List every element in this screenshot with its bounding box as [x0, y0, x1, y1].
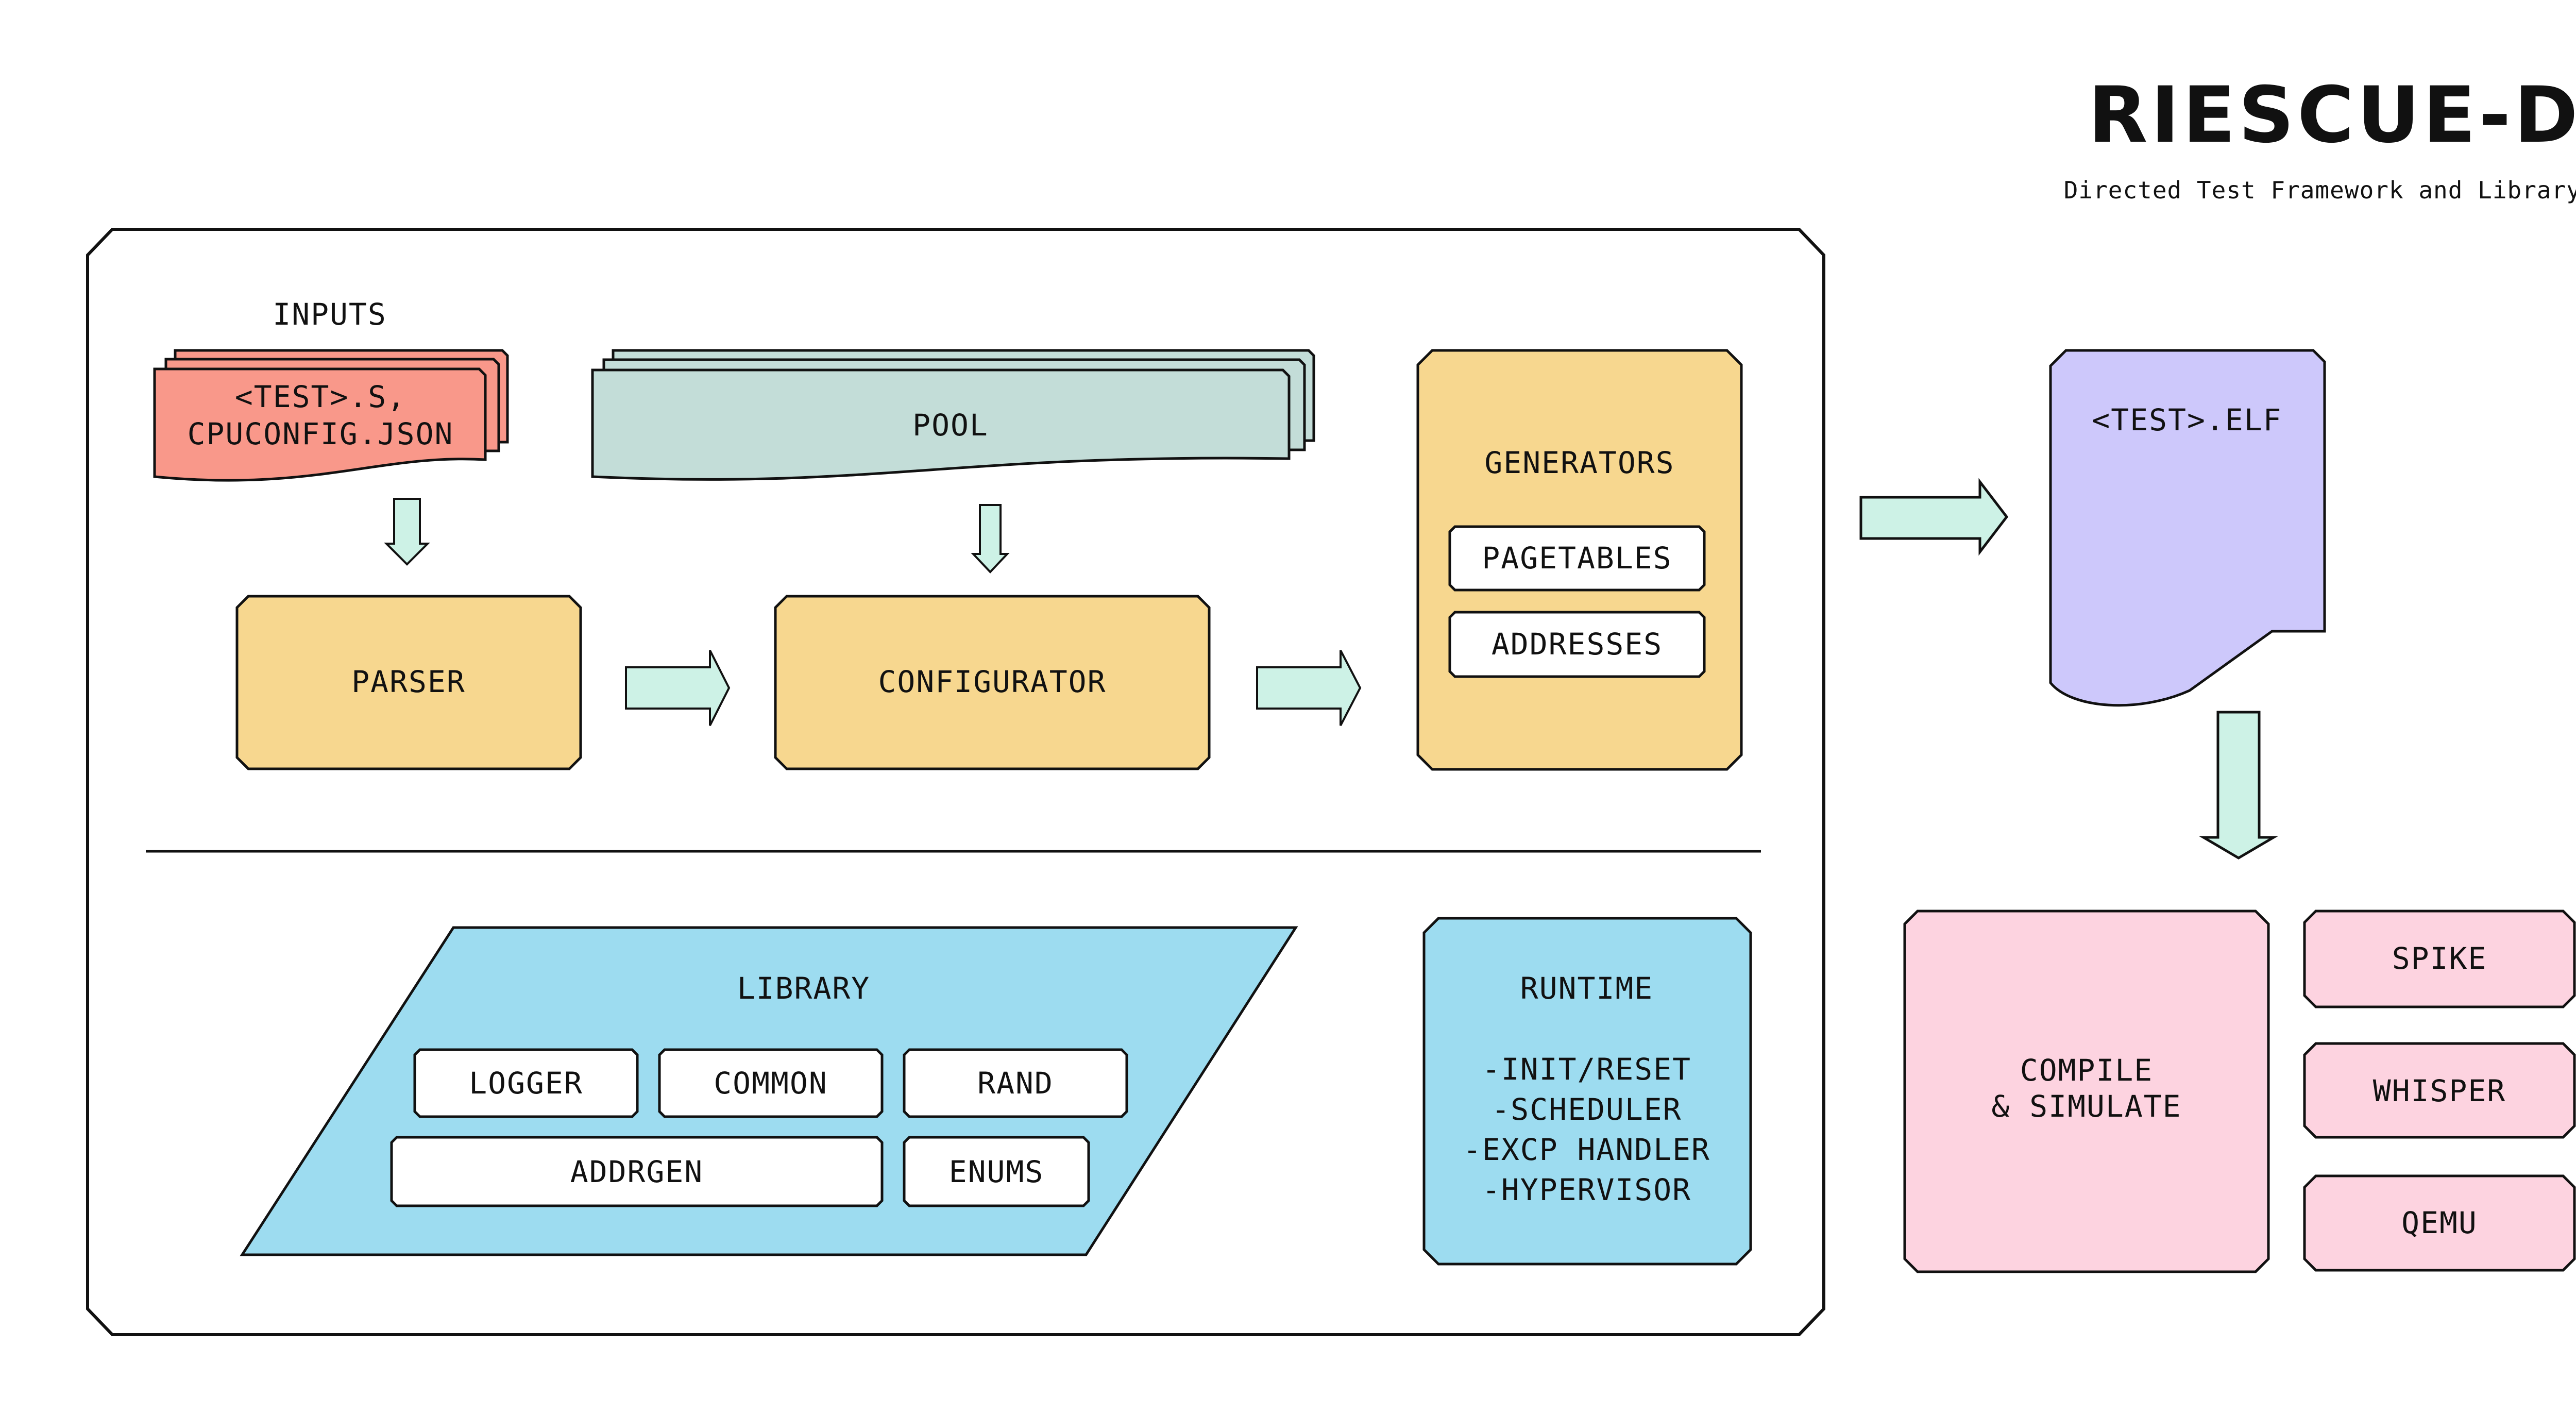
generator-item-label: ADDRESSES — [1492, 627, 1663, 662]
simulator-label: SPIKE — [2392, 941, 2487, 976]
simulator-qemu — [2303, 1174, 2576, 1272]
runtime-item: -INIT/RESET — [1482, 1052, 1691, 1087]
library-label: LIBRARY — [737, 971, 870, 1006]
parser-label: PARSER — [351, 664, 466, 699]
simulator-label: WHISPER — [2373, 1073, 2506, 1108]
library-module-label: COMMON — [714, 1066, 828, 1101]
library-module-label: LOGGER — [469, 1066, 583, 1101]
inputs-file-line1: <TEST>.S, — [235, 379, 406, 414]
configurator-label: CONFIGURATOR — [878, 664, 1106, 699]
pool-stack — [591, 349, 1315, 481]
simulator-spike — [2303, 910, 2576, 1008]
generator-item-pagetables — [1448, 525, 1706, 592]
library-module-logger — [413, 1048, 639, 1118]
configurator-box — [774, 595, 1211, 770]
inputs-file-stack — [153, 349, 509, 482]
elf-output-document — [2049, 349, 2326, 707]
parser-to-configurator-arrow — [625, 650, 731, 726]
framework-to-elf-arrow — [1859, 478, 2009, 556]
configurator-to-generators-arrow — [1256, 650, 1362, 726]
elf-output-label: <TEST>.ELF — [2092, 402, 2282, 437]
inputs-heading: INPUTS — [273, 297, 387, 332]
runtime-item: -EXCP HANDLER — [1463, 1132, 1710, 1167]
simulator-whisper — [2303, 1042, 2576, 1139]
parser-box — [235, 595, 582, 770]
library-module-label: ENUMS — [949, 1154, 1044, 1189]
runtime-item: -HYPERVISOR — [1482, 1172, 1691, 1207]
library-module-enums — [903, 1136, 1090, 1207]
runtime-item: -SCHEDULER — [1492, 1092, 1682, 1127]
generator-item-addresses — [1448, 611, 1706, 678]
generator-item-label: PAGETABLES — [1482, 541, 1672, 576]
elf-to-compile-arrow — [2198, 711, 2279, 860]
runtime-box — [1422, 917, 1752, 1266]
compile-simulate-box — [1903, 910, 2270, 1273]
library-module-label: RAND — [977, 1066, 1054, 1101]
library-module-label: ADDRGEN — [570, 1154, 703, 1189]
compile-line1: COMPILE — [2020, 1053, 2153, 1088]
library-module-rand — [903, 1048, 1128, 1118]
inputs-to-parser-arrow — [384, 498, 430, 566]
compile-line2: & SIMULATE — [1991, 1089, 2181, 1124]
runtime-label: RUNTIME — [1520, 971, 1653, 1006]
simulator-label: QEMU — [2401, 1205, 2478, 1240]
library-module-common — [658, 1048, 884, 1118]
pool-to-configurator-arrow — [971, 504, 1010, 574]
pool-label: POOL — [912, 408, 989, 443]
header: RIESCUE-D Directed Test Framework and Li… — [2064, 71, 2576, 204]
library-module-addrgen — [390, 1136, 884, 1207]
app-title: RIESCUE-D — [2088, 71, 2576, 160]
inputs-file-line2: CPUCONFIG.JSON — [188, 416, 454, 451]
app-subtitle: Directed Test Framework and Library — [2064, 176, 2576, 204]
generators-label: GENERATORS — [1484, 445, 1674, 480]
